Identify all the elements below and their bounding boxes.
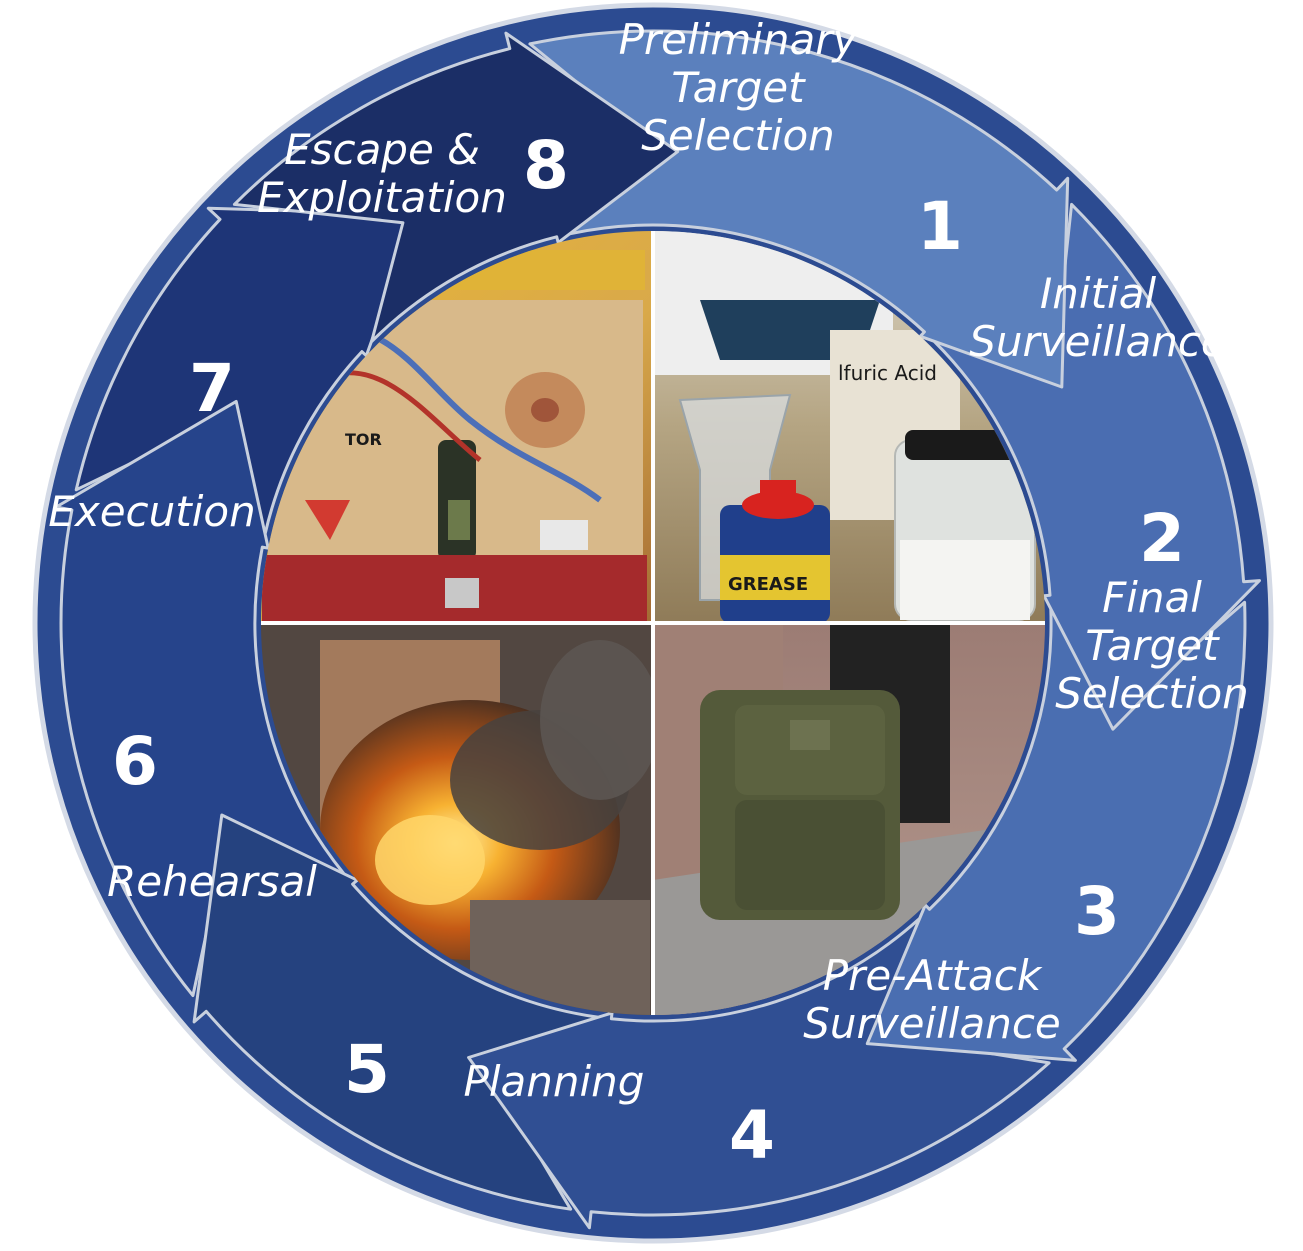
stage-label-1-line-3: Selection	[641, 111, 835, 160]
stage-label-7-line-1: Execution	[48, 487, 255, 536]
stage-arrow-2	[932, 202, 1261, 731]
photo-chemical-jars-sub-caption: GREASE	[728, 574, 808, 595]
stage-label-4-line-2: Surveillance	[803, 999, 1061, 1048]
stage-label-7: Execution	[48, 487, 255, 536]
photo-chemical-jars-caption: lfuric Acid	[838, 361, 937, 385]
stage-label-2-line-2: Surveillance	[969, 317, 1227, 366]
stage-arrow-1	[528, 29, 1070, 389]
stage-arrow-3	[865, 600, 1247, 1062]
stage-number-6: 6	[112, 723, 158, 800]
stage-number-3: 3	[1074, 873, 1120, 950]
stage-label-6-line-1: Rehearsal	[107, 857, 317, 906]
stage-arrow-8	[232, 31, 680, 344]
stage-label-3-line-1: Final	[1102, 573, 1202, 622]
stage-label-8-line-2: Exploitation	[257, 173, 507, 222]
stage-label-4-line-1: Pre-Attack	[823, 951, 1043, 1000]
stage-label-5-line-1: Planning	[464, 1057, 645, 1106]
stage-arrow-6	[54, 399, 346, 998]
stage-label-8: Escape &Exploitation	[257, 125, 507, 222]
stage-number-5: 5	[344, 1031, 390, 1108]
photo-timer-device-box-sub-caption: TOR	[345, 430, 382, 449]
stage-label-6: Rehearsal	[107, 857, 317, 906]
stage-label-8-line-1: Escape &	[284, 125, 480, 174]
stage-label-3-line-3: Selection	[1055, 669, 1249, 718]
photo-chemical-jars: lfuric Acid GREASE	[653, 231, 1045, 623]
stage-number-7: 7	[189, 350, 235, 427]
stage-label-1-line-2: Target	[671, 63, 806, 112]
stage-number-4: 4	[729, 1097, 775, 1174]
stage-arrow-5	[192, 813, 600, 1211]
stage-number-8: 8	[523, 127, 569, 204]
stage-label-3-line-2: Target	[1085, 621, 1220, 670]
stage-number-1: 1	[917, 188, 963, 265]
stage-label-2-line-1: Initial	[1040, 269, 1157, 318]
stage-arrow-4	[467, 917, 1051, 1230]
stage-number-2: 2	[1139, 500, 1185, 577]
cycle-arrows	[54, 29, 1261, 1230]
stage-label-1-line-1: Preliminary	[619, 15, 859, 64]
stage-label-5: Planning	[464, 1057, 645, 1106]
